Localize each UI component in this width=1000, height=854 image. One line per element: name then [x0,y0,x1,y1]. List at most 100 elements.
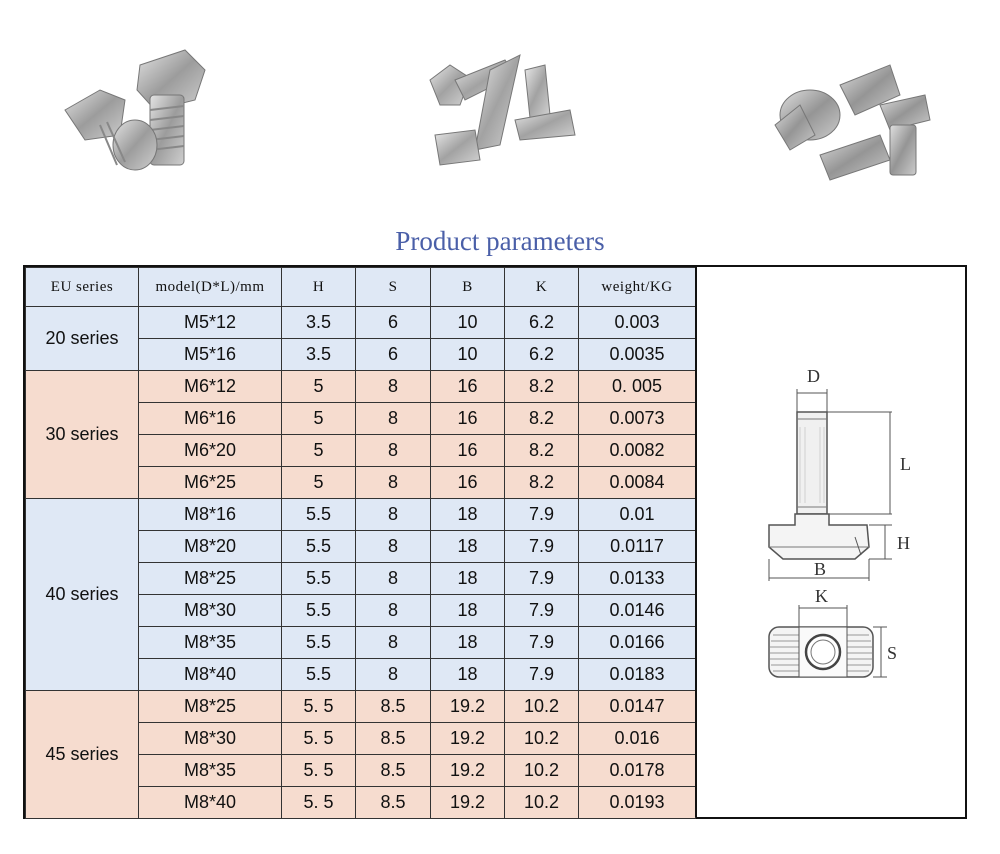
cell-h: 5. 5 [281,690,356,723]
header-k: K [504,267,579,307]
cell-h: 5. 5 [281,722,356,755]
header-model: model(D*L)/mm [138,267,282,307]
cell-k: 7.9 [504,498,579,531]
cell-k: 7.9 [504,626,579,659]
dimension-drawing: D L H B K [768,366,911,678]
cell-model: M8*25 [138,562,282,595]
cell-weight: 0.0147 [578,690,696,723]
cell-weight: 0.0193 [578,786,696,819]
cell-weight: 0.0146 [578,594,696,627]
cell-k: 7.9 [504,658,579,691]
cell-h: 5 [281,434,356,467]
cell-h: 5 [281,466,356,499]
cell-b: 18 [430,658,505,691]
cell-b: 19.2 [430,690,505,723]
photo-t-bolts-2 [420,50,590,180]
cell-k: 8.2 [504,466,579,499]
cell-h: 5.5 [281,498,356,531]
photo-t-bolts-3 [770,45,940,195]
header-s: S [355,267,431,307]
parameters-panel: EU series model(D*L)/mm H S B K weight/K… [23,265,967,819]
cell-weight: 0.003 [578,306,696,339]
cell-b: 16 [430,370,505,403]
series-label: 40 series [25,498,139,691]
series-label: 20 series [25,306,139,371]
table-header-row: EU series model(D*L)/mm H S B K weight/K… [25,267,696,307]
cell-k: 10.2 [504,690,579,723]
cell-s: 8.5 [355,722,431,755]
series-label: 30 series [25,370,139,499]
header-weight: weight/KG [578,267,696,307]
label-s: S [887,643,897,663]
cell-weight: 0.0035 [578,338,696,371]
cell-h: 3.5 [281,338,356,371]
label-d: D [807,366,820,386]
product-photos [0,0,1000,220]
cell-h: 5.5 [281,530,356,563]
cell-model: M8*40 [138,658,282,691]
cell-k: 10.2 [504,754,579,787]
cell-model: M8*35 [138,754,282,787]
cell-s: 8 [355,434,431,467]
cell-weight: 0.0166 [578,626,696,659]
cell-model: M6*12 [138,370,282,403]
cell-s: 6 [355,306,431,339]
cell-s: 8.5 [355,754,431,787]
series-label: 45 series [25,690,139,819]
cell-s: 8 [355,626,431,659]
cell-k: 8.2 [504,434,579,467]
cell-b: 18 [430,594,505,627]
label-l: L [900,454,911,474]
cell-s: 8.5 [355,786,431,819]
cell-k: 6.2 [504,338,579,371]
cell-h: 5 [281,370,356,403]
cell-k: 7.9 [504,594,579,627]
cell-s: 8 [355,466,431,499]
cell-b: 18 [430,530,505,563]
page-title: Product parameters [395,226,605,256]
photo-t-bolts-1 [55,40,225,180]
cell-model: M8*25 [138,690,282,723]
cell-b: 19.2 [430,722,505,755]
cell-k: 7.9 [504,530,579,563]
label-k: K [815,586,828,606]
cell-model: M5*16 [138,338,282,371]
cell-b: 10 [430,338,505,371]
cell-b: 18 [430,498,505,531]
cell-k: 8.2 [504,402,579,435]
cell-h: 5. 5 [281,786,356,819]
parameters-table: EU series model(D*L)/mm H S B K weight/K… [25,267,696,819]
cell-s: 8 [355,370,431,403]
cell-k: 6.2 [504,306,579,339]
cell-s: 8 [355,562,431,595]
cell-k: 7.9 [504,562,579,595]
label-h: H [897,533,910,553]
header-b: B [430,267,505,307]
cell-weight: 0.0133 [578,562,696,595]
cell-s: 8 [355,658,431,691]
cell-b: 18 [430,562,505,595]
cell-model: M6*20 [138,434,282,467]
cell-model: M8*35 [138,626,282,659]
cell-k: 10.2 [504,786,579,819]
cell-k: 10.2 [504,722,579,755]
cell-s: 8 [355,498,431,531]
cell-weight: 0.0082 [578,434,696,467]
cell-weight: 0.0117 [578,530,696,563]
cell-b: 16 [430,402,505,435]
cell-h: 5.5 [281,626,356,659]
header-eu-series: EU series [25,267,139,307]
cell-s: 6 [355,338,431,371]
cell-weight: 0.0178 [578,754,696,787]
cell-weight: 0.01 [578,498,696,531]
cell-weight: 0.016 [578,722,696,755]
